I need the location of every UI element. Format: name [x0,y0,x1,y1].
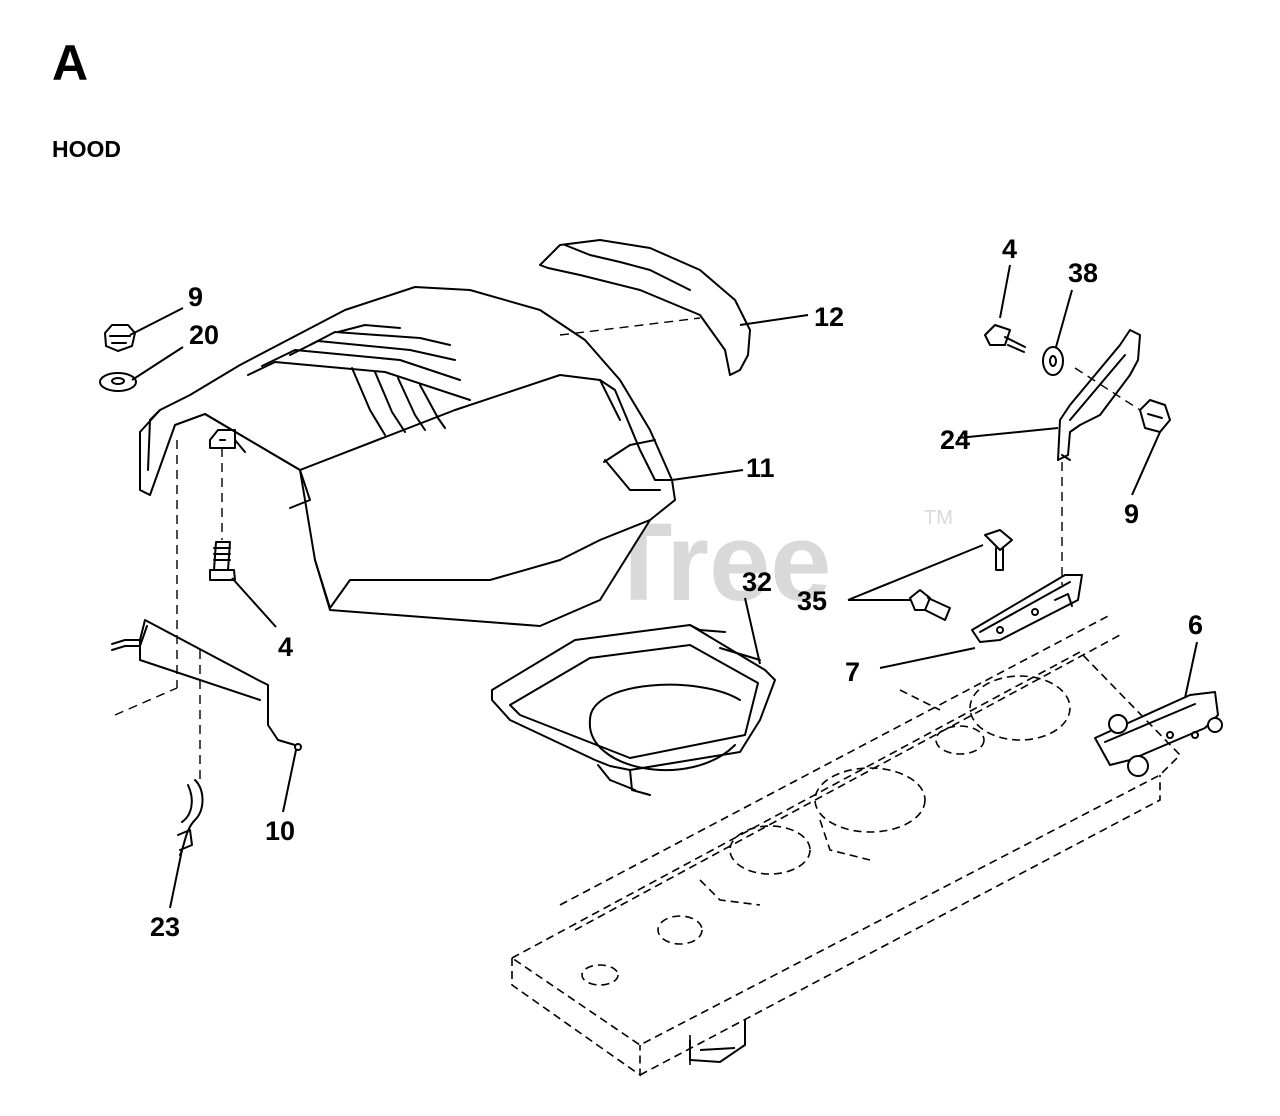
frame-outline [510,614,1182,1077]
callout-labels: 9 20 12 11 32 4 10 23 4 38 24 9 35 7 6 [150,234,1203,942]
callout-32: 32 [742,567,772,597]
watermark-trademark: TM [924,507,953,529]
section-letter: A [52,35,89,91]
callout-6: 6 [1188,610,1203,640]
callout-4-left: 4 [278,632,293,662]
callout-9-right: 9 [1124,499,1139,529]
callout-11: 11 [746,453,775,483]
callout-4-right: 4 [1002,234,1017,264]
callout-10: 10 [265,816,295,846]
callout-35: 35 [797,586,827,616]
washer-icon [1042,346,1064,376]
callout-23: 23 [150,912,180,942]
hinge-plate-icon [1057,329,1141,461]
nut-icon [1139,399,1171,433]
bracket-icon [1094,691,1223,777]
nut-icon [104,324,136,352]
frame-mount-bracket [689,1020,746,1064]
callout-38: 38 [1068,258,1098,288]
grille-insert-icon [539,239,751,376]
bracket-icon [971,574,1083,643]
bolt-icon [984,529,1013,571]
callout-7: 7 [845,657,860,687]
washer-icon [99,372,137,392]
hood-icon [139,286,676,627]
rod-icon [111,619,302,751]
bolt-icon [909,589,951,621]
callout-9-left: 9 [188,282,203,312]
callout-24: 24 [940,425,970,455]
callout-20: 20 [189,320,219,350]
dash-pan-icon [491,624,776,796]
leader-lines [129,264,1198,909]
spring-clip-icon [177,779,204,856]
bolt-icon [209,541,236,581]
bolt-icon [984,324,1026,353]
section-title: HOOD [52,136,121,162]
alignment-lines [114,317,1141,780]
callout-12: 12 [814,302,844,332]
